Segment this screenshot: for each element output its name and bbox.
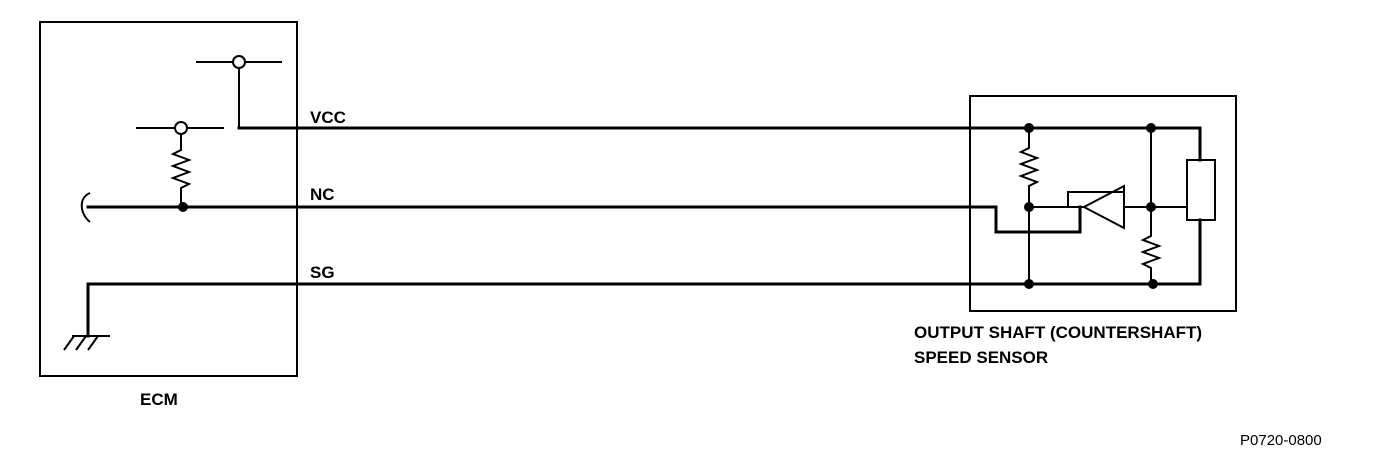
hall-element bbox=[1186, 159, 1216, 221]
sensor-pullup-resistor bbox=[1018, 128, 1040, 284]
nc-wire-break bbox=[80, 192, 91, 223]
vcc-wire bbox=[237, 126, 1202, 162]
ecm-label: ECM bbox=[140, 390, 178, 409]
sensor-box bbox=[969, 95, 1237, 312]
figure-code: P0720-0800 bbox=[1240, 432, 1322, 449]
ecm-nc-switch bbox=[136, 121, 224, 135]
ecm-vcc-switch bbox=[196, 55, 282, 128]
vcc-label: VCC bbox=[310, 108, 346, 127]
ecm-nc-junction bbox=[178, 202, 188, 212]
comparator-output bbox=[1067, 191, 1124, 208]
sg-label: SG bbox=[310, 263, 335, 282]
nc-label: NC bbox=[310, 185, 335, 204]
ground-icon bbox=[63, 335, 110, 351]
sensor-vcc-junction-right bbox=[1146, 123, 1156, 133]
sg-wire bbox=[86, 218, 1202, 338]
ecm-box bbox=[39, 21, 298, 377]
sensor-vcc-junction-left bbox=[1024, 123, 1034, 133]
nc-wire bbox=[86, 205, 1082, 234]
sensor-nc-junction bbox=[1024, 202, 1034, 212]
ecm-pullup-resistor bbox=[170, 134, 192, 206]
sensor-mid-junction bbox=[1146, 202, 1156, 212]
sensor-sg-junction-left bbox=[1024, 279, 1034, 289]
sensor-label-line1: OUTPUT SHAFT (COUNTERSHAFT) bbox=[914, 323, 1202, 342]
sensor-label-line2: SPEED SENSOR bbox=[914, 348, 1048, 367]
sensor-sg-junction-right bbox=[1148, 279, 1158, 289]
sensor-bias-resistor bbox=[1140, 128, 1162, 284]
